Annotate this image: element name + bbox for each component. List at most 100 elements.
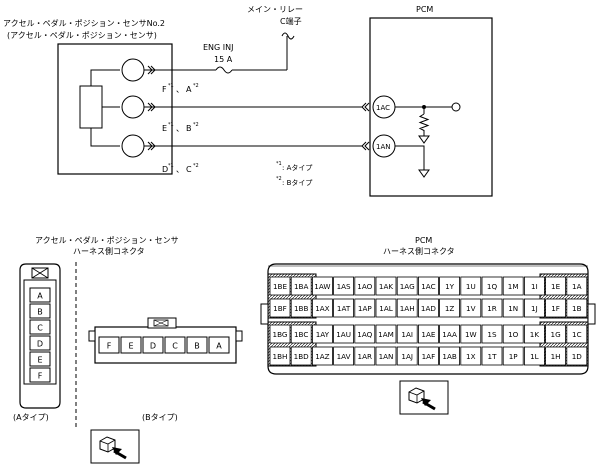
pcm-pin-label: 1M <box>508 282 519 291</box>
pcm-pin-cell <box>502 298 524 318</box>
sensor-resistor <box>79 85 103 129</box>
pcm-pin-cell <box>481 276 503 296</box>
fuse-label-line2: 15 A <box>214 55 233 64</box>
pcm-pin-label: 1AZ <box>315 352 329 361</box>
svg-text:F: F <box>162 85 167 94</box>
type-note-2: *2 : Bタイプ <box>276 176 312 187</box>
pcm-pin-cell <box>396 346 418 366</box>
pcm-pin-cell <box>290 276 312 296</box>
pcm-pin-label: 1AB <box>442 352 456 361</box>
pcm-pin-cell <box>566 298 588 318</box>
relay-label-line2: C端子 <box>280 16 302 26</box>
pcm-pin-cell <box>460 346 482 366</box>
pcm-pin-label: 1AX <box>315 304 329 313</box>
pcm-pin-label: 1AO <box>357 282 372 291</box>
pcm-pulldown-ground <box>418 135 430 144</box>
pcm-pin-cell <box>566 276 588 296</box>
pcm-pin-label: 1Z <box>445 304 455 313</box>
pcm-pin-cell <box>545 276 566 296</box>
pcm-pin-cell <box>333 298 355 318</box>
pcm-pin-label: 1BC <box>294 330 308 339</box>
type-a-pin-label: D <box>37 340 43 349</box>
pcm-pin-label: 1AL <box>379 304 393 313</box>
pcm-pin-label: 1G <box>551 330 561 339</box>
sensor-terminal-circle-top <box>121 58 145 82</box>
pcm-pin-cell <box>545 298 566 318</box>
pcm-pin-label: 1BB <box>294 304 309 313</box>
view-direction-icon-sensor <box>90 429 140 464</box>
pcm-pin-cell <box>269 346 291 366</box>
pcm-pin-label: 1AG <box>400 282 415 291</box>
pcm-pin-cell <box>524 346 545 366</box>
type-a-pin-label: F <box>38 372 43 381</box>
type-a-pin-label: A <box>37 292 43 301</box>
pcm-pin-cell <box>481 298 503 318</box>
pcm-pin-label: 1W <box>465 330 477 339</box>
type-b-label: (Bタイプ) <box>142 413 178 422</box>
pcm-pin-label: 1C <box>572 330 582 339</box>
type-a-pin-cell <box>29 367 51 383</box>
type-b-pin-label: F <box>107 342 112 351</box>
pcm-pin-cell <box>354 276 376 296</box>
type-a-pin-cell <box>29 351 51 367</box>
sensor-title-line1: アクセル・ペダル・ポジション・センサNo.2 <box>3 18 165 28</box>
pcm-pin-cell <box>481 346 503 366</box>
pcm-pin-label: 1AU <box>336 330 351 339</box>
pcm-pin-cell <box>524 276 545 296</box>
type-b-pin-label: D <box>150 342 156 351</box>
pcm-pin-label: 1AM <box>378 330 394 339</box>
pcm-pin-label: 1V <box>466 304 476 313</box>
pcm-pin-label: 1AQ <box>357 330 372 339</box>
pcm-pin-cell <box>354 298 376 318</box>
pcm-pin-cell <box>269 298 291 318</box>
pcm-pin-cell <box>375 276 397 296</box>
type-a-pin-label: E <box>37 356 42 365</box>
pcm-internal-wire-1an <box>395 145 425 170</box>
type-a-pin-cell <box>29 287 51 303</box>
pcm-pin-label: 1BE <box>273 282 288 291</box>
pcm-pin-cell <box>290 298 312 318</box>
pcm-pin-cell <box>439 346 461 366</box>
pcm-pin-label: 1AI <box>401 330 413 339</box>
type-b-pin-cell <box>142 336 164 354</box>
pcm-pin-label: 1BD <box>294 352 310 361</box>
pcm-pin-label: 1T <box>488 352 498 361</box>
type-a-pin-label: C <box>37 324 43 333</box>
type-a-pin-cell <box>29 319 51 335</box>
pcm-pin-label: 1AP <box>358 304 372 313</box>
svg-text:、: 、 <box>176 85 184 94</box>
svg-text:、: 、 <box>176 124 184 133</box>
pcm-pin-cell <box>439 276 461 296</box>
sensor-internal-wire-top <box>90 69 120 86</box>
svg-text:*2: *2 <box>193 122 199 128</box>
sensor-box <box>57 43 173 175</box>
type-a-pin-label: B <box>37 308 43 317</box>
pcm-pin-cell <box>290 346 312 366</box>
pcm-pin-label: 1AT <box>337 304 351 313</box>
pcm-pin-label: 1AA <box>442 330 457 339</box>
pcm-label: PCM <box>416 5 433 14</box>
svg-text:、: 、 <box>176 165 184 174</box>
pcm-pin-cell <box>311 346 333 366</box>
pcm-pin-label: 1P <box>509 352 519 361</box>
sensor-connector-title-line1: アクセル・ペダル・ポジション・センサ <box>35 235 179 245</box>
pcm-pin-label: 1AH <box>400 304 415 313</box>
pcm-pin-cell <box>460 324 482 344</box>
pcm-pin-label: 1F <box>551 304 560 313</box>
pcm-box <box>369 17 493 197</box>
pcm-pin-cell <box>290 324 312 344</box>
pcm-pin-label: 1N <box>508 304 518 313</box>
pcm-pin-label: 1Q <box>487 282 498 291</box>
pcm-pin-cell <box>396 324 418 344</box>
pcm-pin-label: 1X <box>466 352 476 361</box>
pcm-pin-label: 1BF <box>273 304 287 313</box>
pcm-pin-label: 1U <box>466 282 476 291</box>
pcm-terminal-1ac-label: 1AC <box>376 104 390 112</box>
pcm-pin-label: 1R <box>487 304 497 313</box>
pcm-pin-cell <box>566 346 588 366</box>
pcm-pin-label: 1AC <box>421 282 435 291</box>
